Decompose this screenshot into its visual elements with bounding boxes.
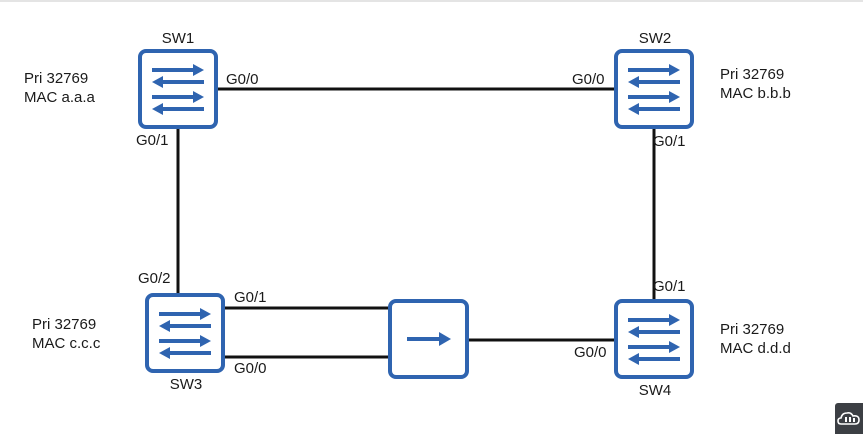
port-label-sw1-g00: G0/0 bbox=[226, 71, 259, 88]
port-label-sw4-g01: G0/1 bbox=[653, 278, 686, 295]
switch-sw2[interactable] bbox=[614, 49, 694, 129]
watermark-badge bbox=[835, 403, 863, 434]
sw4-name: SW4 bbox=[638, 382, 672, 399]
port-label-sw3-g00: G0/0 bbox=[234, 360, 267, 377]
sw3-priority: Pri 32769 bbox=[32, 316, 97, 333]
switch-sw4[interactable] bbox=[614, 299, 694, 379]
sw4-mac: MAC d.d.d bbox=[720, 340, 791, 357]
links bbox=[176, 87, 656, 359]
port-label-sw2-g01: G0/1 bbox=[653, 133, 686, 150]
sw1-priority: Pri 32769 bbox=[24, 70, 89, 87]
cloud-logo-icon bbox=[837, 412, 860, 425]
switch-sw3[interactable] bbox=[145, 293, 225, 373]
sw2-priority: Pri 32769 bbox=[720, 66, 785, 83]
sw2-name: SW2 bbox=[638, 30, 672, 47]
port-label-sw4-g00: G0/0 bbox=[574, 344, 607, 361]
port-label-sw3-g02: G0/2 bbox=[138, 270, 171, 287]
switch-sw1[interactable] bbox=[138, 49, 218, 129]
sw2-mac: MAC b.b.b bbox=[720, 85, 791, 102]
sw1-name: SW1 bbox=[161, 30, 195, 47]
sw3-name: SW3 bbox=[169, 376, 203, 393]
hub-arrow-icon bbox=[407, 332, 451, 346]
port-label-sw2-g00: G0/0 bbox=[572, 71, 605, 88]
sw3-mac: MAC c.c.c bbox=[32, 335, 101, 352]
hub-device[interactable] bbox=[388, 299, 469, 379]
port-label-sw1-g01: G0/1 bbox=[136, 132, 169, 149]
top-border bbox=[0, 0, 863, 2]
sw1-mac: MAC a.a.a bbox=[24, 89, 95, 106]
sw4-priority: Pri 32769 bbox=[720, 321, 785, 338]
port-label-sw3-g01: G0/1 bbox=[234, 289, 267, 306]
